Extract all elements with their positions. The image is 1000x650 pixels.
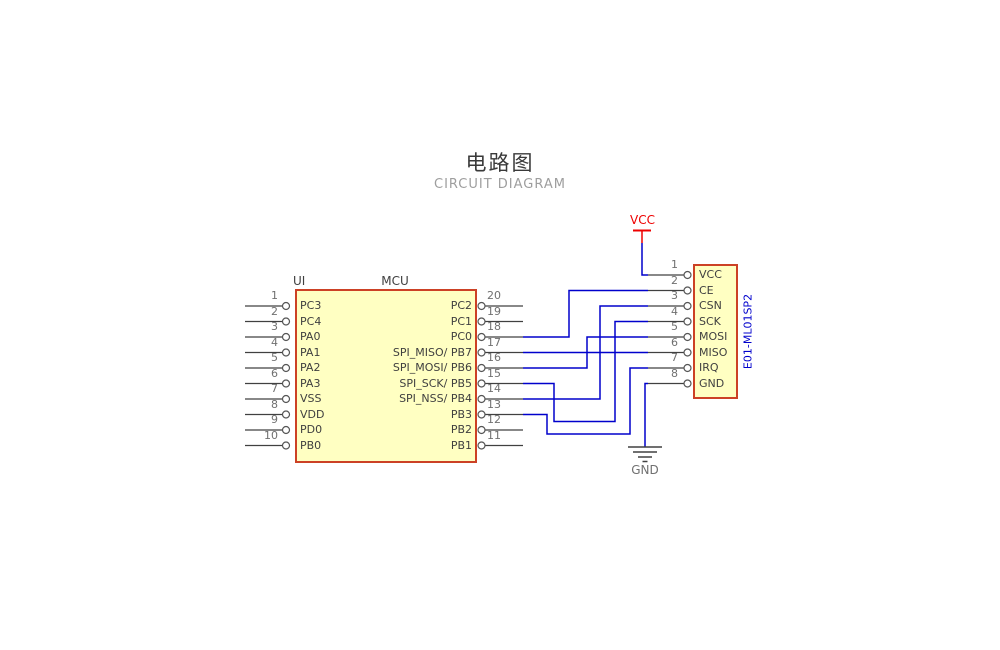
module-pin-number-8: 8 — [671, 366, 678, 380]
mcu-name: MCU — [381, 274, 409, 288]
mcu-pin-label-pa3: PA3 — [300, 376, 321, 390]
mcu-symbol-body — [295, 289, 477, 463]
module-part-number: E01-ML01SP2 — [741, 293, 755, 370]
mcu-pin-number-18: 18 — [487, 320, 501, 333]
module-pin-label-mosi: MOSI — [699, 330, 728, 343]
module-pin-number-2: 2 — [671, 273, 678, 287]
mcu-pin-label-pc4: PC4 — [300, 314, 322, 328]
mcu-pin-label-pc3: PC3 — [300, 299, 322, 312]
mcu-pin-label-pb3: PB3 — [450, 407, 472, 421]
gnd-net-label: GND — [631, 463, 659, 477]
module-symbol-body — [693, 264, 738, 399]
mcu-right-pin-stubs — [485, 305, 523, 447]
module-pin-stubs — [648, 274, 684, 385]
mcu-pin-number-5: 5 — [271, 351, 278, 364]
module-pin-number-7: 7 — [671, 351, 678, 364]
mcu-pin-label-pc0: PC0 — [450, 330, 472, 343]
module-pin-number-3: 3 — [671, 289, 678, 302]
mcu-pin-label-pc2: PC2 — [450, 299, 472, 312]
wire-pc0-ce — [523, 289, 648, 338]
mcu-pin-label-pc1: PC1 — [450, 314, 472, 328]
mcu-pin-label-pb0: PB0 — [300, 438, 322, 452]
module-pin-label-ce: CE — [699, 283, 714, 297]
module-pin-label-miso: MISO — [699, 345, 728, 359]
mcu-pin-number-16: 16 — [487, 351, 501, 364]
mcu-pin-number-9: 9 — [271, 413, 278, 426]
mcu-pin-label-spi-sck-pb5: SPI_SCK/ PB5 — [399, 376, 472, 390]
page-title: 电路图 — [465, 151, 535, 175]
module-pin-number-5: 5 — [671, 320, 678, 333]
mcu-pin-label-pa2: PA2 — [300, 361, 321, 374]
mcu-pin-number-13: 13 — [487, 397, 501, 411]
mcu-pin-number-20: 20 — [487, 289, 501, 302]
mcu-pin-label-pb1: PB1 — [450, 438, 472, 452]
page-subtitle: CIRCUIT DIAGRAM — [434, 177, 566, 192]
mcu-pin-label-pb2: PB2 — [450, 423, 472, 436]
vcc-net-label: VCC — [630, 213, 655, 227]
mcu-pin-number-14: 14 — [487, 382, 501, 395]
mcu-pin-label-spi-miso-pb7: SPI_MISO/ PB7 — [392, 345, 472, 359]
mcu-pin-label-vdd: VDD — [300, 407, 325, 421]
mcu-pin-number-2: 2 — [271, 304, 278, 318]
wire-mosi — [523, 336, 648, 369]
mcu-designator: UI — [293, 274, 306, 288]
mcu-pin-number-11: 11 — [487, 428, 501, 442]
mcu-pin-number-4: 4 — [271, 335, 278, 349]
module-pin-label-gnd: GND — [699, 376, 725, 390]
mcu-pin-number-6: 6 — [271, 366, 278, 380]
mcu-pin-label-spi-nss-pb4: SPI_NSS/ PB4 — [399, 392, 472, 405]
mcu-pin-label-pa0: PA0 — [300, 330, 321, 343]
mcu-pin-label-pd0: PD0 — [300, 423, 323, 436]
mcu-left-pin-stubs — [245, 305, 282, 447]
mcu-pin-number-8: 8 — [271, 397, 278, 411]
mcu-pin-number-12: 12 — [487, 413, 501, 426]
wire-vcc — [641, 243, 648, 276]
mcu-pin-number-10: 10 — [264, 428, 278, 442]
mcu-pin-label-vss: VSS — [300, 392, 322, 405]
mcu-pin-label-pa1: PA1 — [300, 345, 321, 359]
wire-pb3-irq — [523, 367, 648, 435]
module-pin-label-sck: SCK — [699, 314, 721, 328]
mcu-pin-label-spi-mosi-pb6: SPI_MOSI/ PB6 — [392, 361, 472, 374]
mcu-pin-number-19: 19 — [487, 304, 501, 318]
wire-nss-csn — [523, 305, 648, 400]
module-pin-number-4: 4 — [671, 304, 678, 318]
mcu-pin-number-1: 1 — [271, 289, 278, 302]
mcu-pin-number-3: 3 — [271, 320, 278, 333]
module-pin-number-6: 6 — [671, 335, 678, 349]
mcu-pin-number-7: 7 — [271, 382, 278, 395]
wire-sck — [523, 320, 648, 423]
pin-circles — [281, 270, 692, 450]
module-pin-label-irq: IRQ — [699, 361, 719, 374]
ground-symbol — [628, 446, 662, 463]
vcc-power-symbol — [633, 229, 651, 243]
mcu-pin-number-17: 17 — [487, 335, 501, 349]
module-pin-label-vcc: VCC — [699, 268, 722, 281]
module-pin-label-csn: CSN — [699, 299, 722, 312]
mcu-pin-number-15: 15 — [487, 366, 501, 380]
module-pin-number-1: 1 — [671, 258, 678, 271]
wire-gnd — [644, 382, 648, 447]
